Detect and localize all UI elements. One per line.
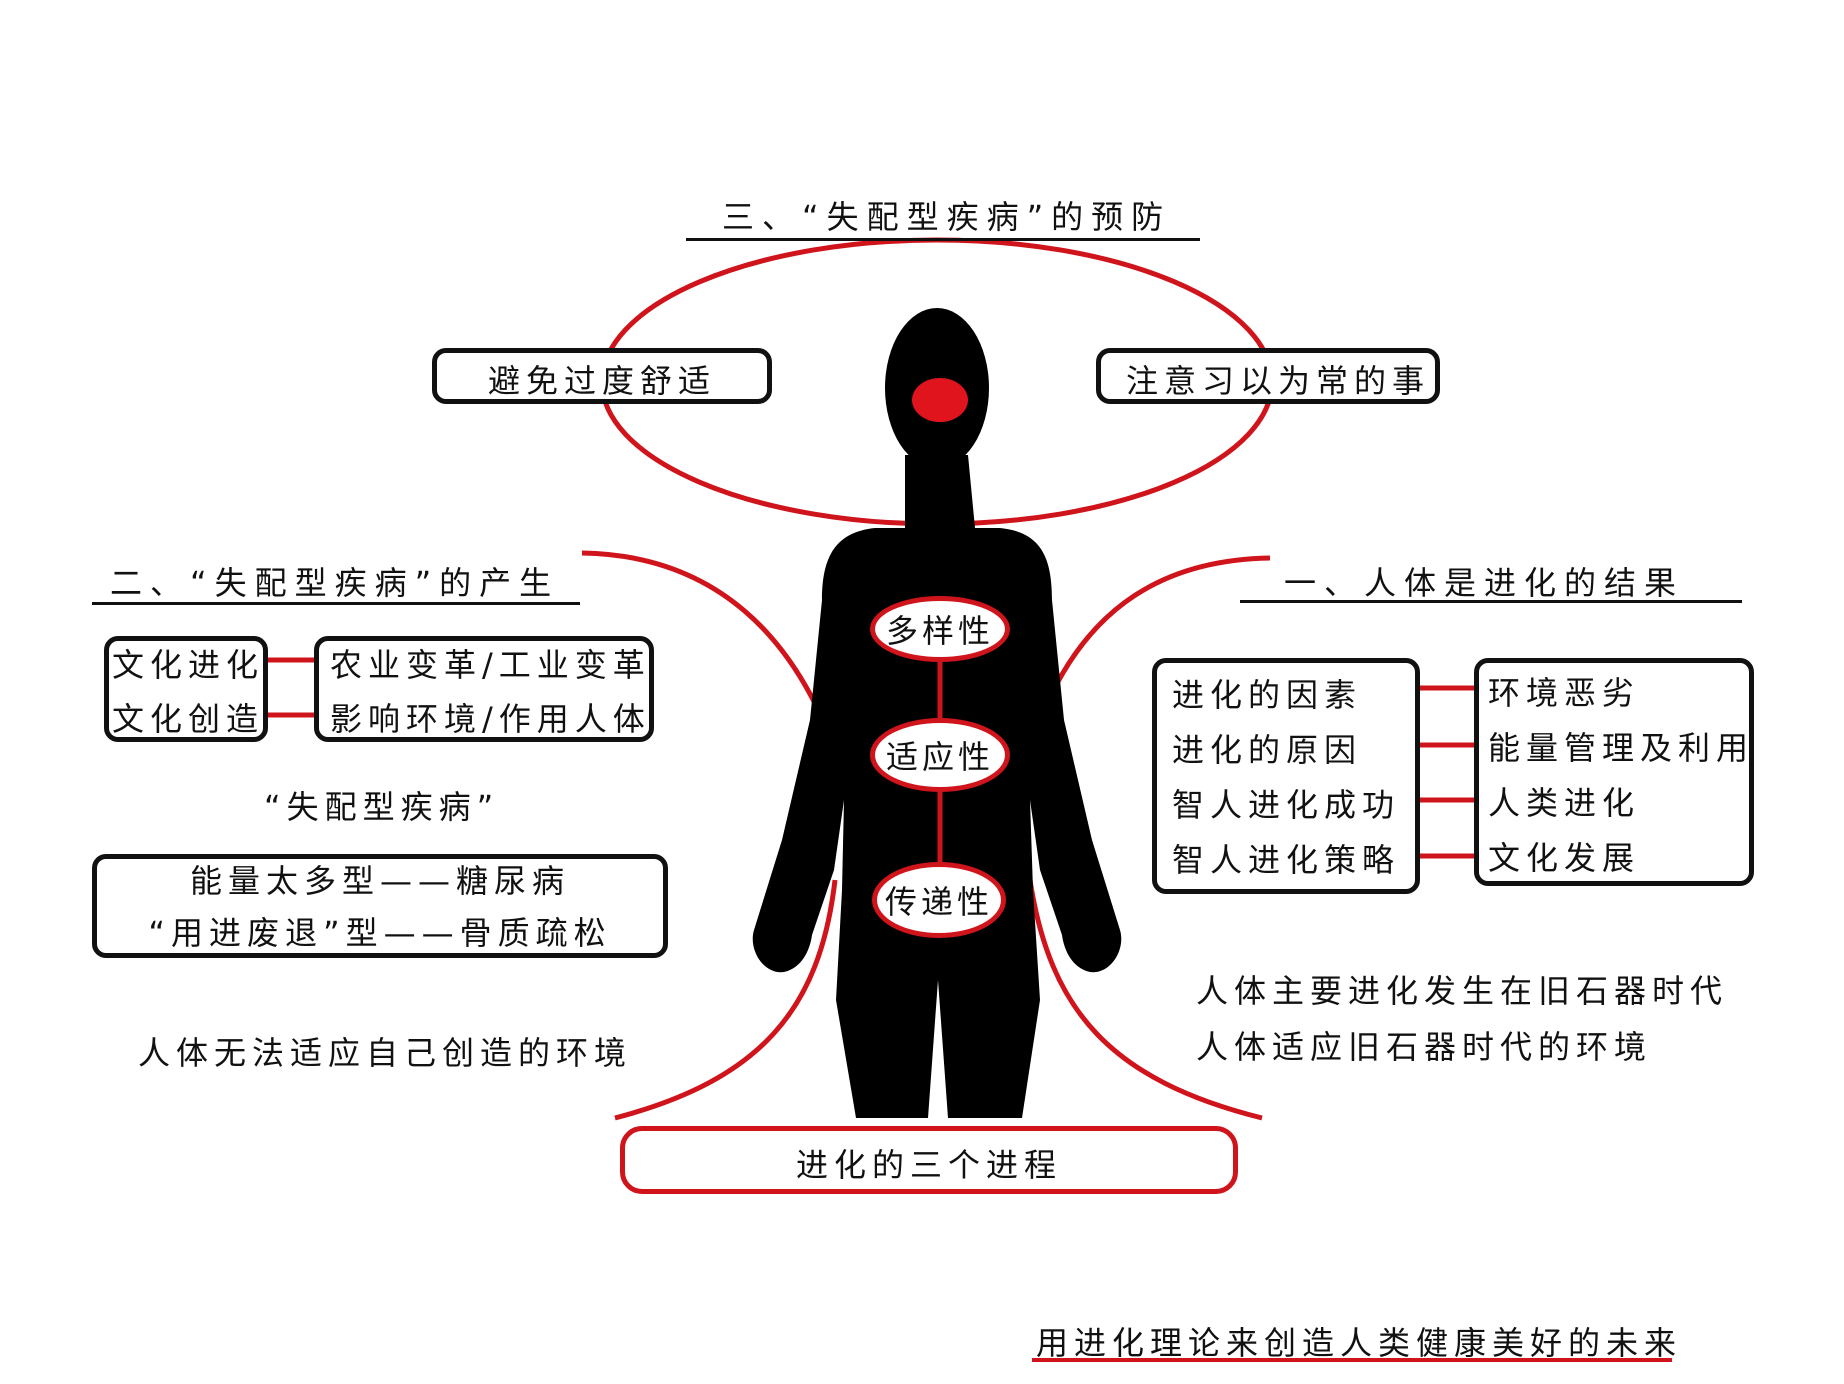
answers-item: 环境恶劣 (1488, 674, 1641, 712)
prevention-underline (686, 238, 1200, 241)
notice-habits-box (1096, 348, 1440, 404)
culture-item: 文化进化 (112, 646, 265, 684)
revolution-item: 影响环境/作用人体 (330, 700, 651, 738)
factors-item: 智人进化成功 (1172, 786, 1401, 824)
answers-item: 文化发展 (1488, 839, 1641, 877)
evolution-note: 人体适应旧石器时代的环境 (1196, 1028, 1653, 1066)
revolution-box (314, 636, 654, 742)
diversity-pill: 多样性 (870, 596, 1010, 662)
disease-types-box (92, 854, 668, 958)
answers-item: 能量管理及利用 (1488, 729, 1755, 767)
right-lower-arc (1027, 879, 1263, 1121)
avoid-comfort-box (432, 348, 772, 404)
three-processes-box (620, 1126, 1238, 1194)
origin-conclusion: 人体无法适应自己创造的环境 (138, 1034, 633, 1072)
origin-underline (92, 602, 580, 605)
origin-heading: 二、“失配型疾病”的产生 (110, 564, 560, 602)
adaptability-pill: 适应性 (870, 718, 1010, 792)
mismatch-subheading: “失配型疾病” (264, 788, 500, 826)
footer-underline (1032, 1358, 1672, 1362)
answers-item: 人类进化 (1488, 784, 1641, 822)
evolution-heading: 一、人体是进化的结果 (1284, 564, 1685, 602)
factors-item: 智人进化策略 (1172, 841, 1401, 879)
factors-item: 进化的因素 (1172, 676, 1363, 714)
factors-item: 进化的原因 (1172, 731, 1363, 769)
answers-box (1474, 658, 1754, 886)
left-lower-arc (614, 879, 838, 1121)
three-processes-label: 进化的三个进程 (795, 1146, 1062, 1184)
footer-slogan: 用进化理论来创造人类健康美好的未来 (1036, 1324, 1683, 1362)
notice-habits-label: 注意习以为常的事 (1126, 362, 1431, 400)
avoid-comfort-label: 避免过度舒适 (488, 362, 717, 400)
evolution-note: 人体主要进化发生在旧石器时代 (1196, 972, 1729, 1010)
evolution-underline (1240, 600, 1742, 603)
revolution-item: 农业变革/工业变革 (330, 646, 651, 684)
culture-box (104, 636, 268, 742)
disease-type-item: 能量太多型——糖尿病 (189, 862, 570, 900)
culture-item: 文化创造 (112, 700, 265, 738)
heredity-pill: 传递性 (872, 862, 1006, 938)
factors-box (1152, 658, 1420, 894)
disease-type-item: “用进废退”型——骨质疏松 (148, 914, 612, 952)
prevention-heading: 三、“失配型疾病”的预防 (722, 198, 1172, 236)
brain-spot-icon (912, 378, 968, 422)
